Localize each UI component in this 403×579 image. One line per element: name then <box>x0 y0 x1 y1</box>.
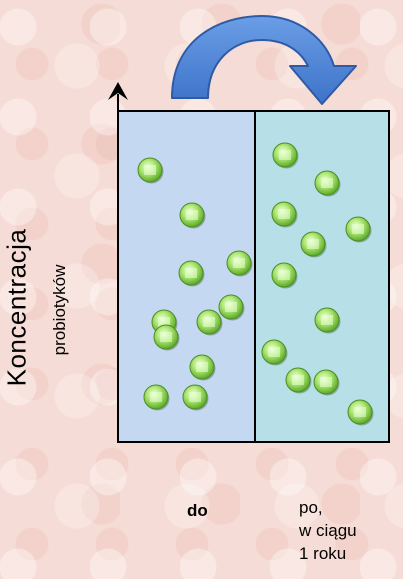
category-after-line: 1 roku <box>299 544 347 563</box>
probiotic-bacterium-icon <box>272 142 299 169</box>
probiotic-bacterium-icon <box>347 399 374 426</box>
probiotic-bacterium-icon <box>313 369 340 396</box>
probiotic-bacterium-icon <box>271 201 298 228</box>
probiotic-bacterium-icon <box>153 324 180 351</box>
probiotic-bacterium-icon <box>271 262 298 289</box>
probiotic-bacterium-icon <box>226 250 253 277</box>
curved-right-arrow-icon <box>171 15 357 105</box>
probiotic-bacterium-icon <box>182 384 209 411</box>
probiotic-bacterium-icon <box>179 202 206 229</box>
probiotic-bacterium-icon <box>345 216 372 243</box>
probiotic-bacterium-icon <box>218 294 245 321</box>
probiotic-bacterium-icon <box>314 307 341 334</box>
probiotic-bacterium-icon <box>285 367 312 394</box>
probiotic-bacterium-icon <box>178 260 205 287</box>
category-after-line: po, <box>299 498 323 517</box>
probiotic-bacterium-icon <box>261 339 288 366</box>
probiotic-bacterium-icon <box>196 309 223 336</box>
y-axis-subtitle: probiotyków <box>50 264 69 356</box>
arrow-up-icon <box>108 82 128 100</box>
probiotic-bacterium-icon <box>300 231 327 258</box>
particles-before-group <box>137 157 253 411</box>
probiotic-bacterium-icon <box>137 157 164 184</box>
probiotic-bacterium-icon <box>314 170 341 197</box>
category-before-label: do <box>187 501 208 520</box>
probiotic-bacterium-icon <box>189 354 216 381</box>
probiotic-bacterium-icon <box>143 384 170 411</box>
y-axis-title: Koncentracja <box>1 228 32 387</box>
category-after-label: po, w ciągu 1 roku <box>299 496 357 565</box>
particles-after-group <box>261 142 374 426</box>
category-after-line: w ciągu <box>299 521 357 540</box>
